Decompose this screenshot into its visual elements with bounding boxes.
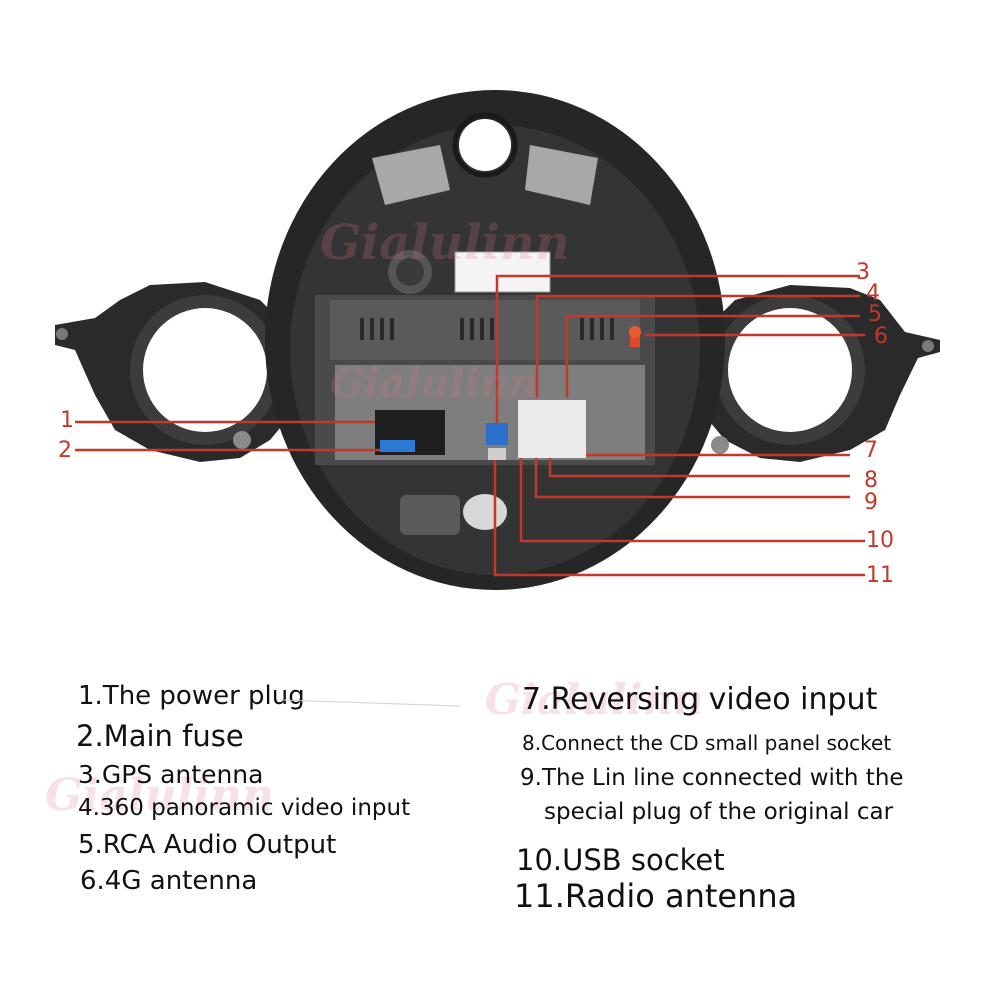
watermark-top: Gialulinn	[320, 215, 570, 271]
left-gauge-ring	[55, 282, 300, 462]
callout-number-8: 8	[864, 468, 878, 493]
callout-number-10: 10	[866, 528, 894, 553]
head-unit-illustration	[55, 90, 940, 590]
watermark-right: Gialulinn	[485, 675, 704, 724]
legend-item-10: 10.USB socket	[516, 843, 725, 877]
legend-item-4: 4.360 panoramic video input	[78, 795, 411, 821]
callout-number-4: 4	[866, 281, 880, 306]
callout-lines	[75, 274, 865, 577]
watermark-middle: Gialulinn	[330, 360, 539, 407]
right-gauge-ring	[695, 285, 940, 462]
callout-number-2: 2	[58, 438, 72, 463]
product-photo: 1 2 3 4 5 6 7 8 9 10 11	[55, 90, 940, 590]
head-unit-body	[315, 295, 655, 465]
legend-item-7: 7.Reversing video input	[522, 682, 878, 717]
callout-number-1: 1	[60, 408, 74, 433]
legend-item-8: 8.Connect the CD small panel socket	[522, 731, 892, 755]
legend-item-11: 11.Radio antenna	[514, 877, 798, 915]
watermark-left: Gialulinn	[45, 770, 274, 821]
callout-number-7: 7	[864, 438, 878, 463]
legend-item-3: 3.GPS antenna	[78, 760, 264, 789]
4g-antenna-port	[630, 335, 640, 347]
label-sticker	[454, 251, 551, 293]
callout-number-3: 3	[856, 260, 870, 285]
callout-number-9: 9	[864, 490, 878, 515]
legend-item-2: 2.Main fuse	[76, 719, 244, 753]
radio-antenna-port	[488, 448, 506, 460]
legend-item-9: 9.The Lin line connected with the	[520, 765, 904, 791]
gps-antenna-port	[486, 423, 508, 445]
legend-item-1: 1.The power plug	[78, 681, 305, 711]
callout-number-6: 6	[874, 324, 888, 349]
connector-block	[518, 400, 586, 458]
legend-item-9-continued: special plug of the original car	[544, 799, 894, 825]
legend-item-6: 6.4G antenna	[80, 866, 258, 896]
callout-number-11: 11	[866, 563, 894, 588]
callout-number-5: 5	[868, 302, 882, 327]
legend-item-5: 5.RCA Audio Output	[78, 830, 337, 860]
main-fuse	[380, 440, 415, 452]
